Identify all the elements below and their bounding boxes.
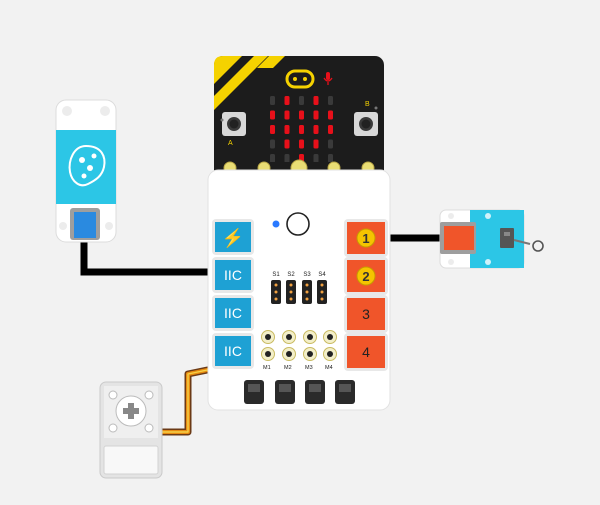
expansion-board: ⚡ IIC IIC IIC 1 <box>207 169 391 411</box>
led-1-2 <box>299 110 304 120</box>
led-4-0 <box>270 154 275 163</box>
bumper-switch-icon <box>500 228 544 252</box>
port-2-label: 2 <box>362 269 369 284</box>
right-ports: 1 2 3 4 <box>344 219 388 371</box>
port-4[interactable]: 4 <box>344 333 388 371</box>
button-b[interactable]: B <box>354 101 378 136</box>
motor-label-m2: M2 <box>284 365 292 371</box>
motor-terminal-m4[interactable] <box>323 330 337 361</box>
led-2-3 <box>313 125 319 134</box>
reset-button[interactable] <box>286 212 310 236</box>
led-2-0 <box>270 125 275 134</box>
color-sensor-module[interactable] <box>55 99 117 243</box>
port-3[interactable]: 3 <box>344 295 388 333</box>
servo-horn-icon <box>115 395 147 427</box>
led-3-1 <box>284 139 290 149</box>
motor-label-m1: M1 <box>263 365 271 371</box>
motor-terminal-m3[interactable] <box>303 330 317 361</box>
servo-header-s1[interactable] <box>271 280 281 304</box>
port-iic-1[interactable]: IIC <box>212 257 254 293</box>
servo-label-s1: S1 <box>272 272 280 278</box>
motor-label-m3: M3 <box>305 365 313 371</box>
motor-terminal-m2[interactable] <box>282 330 296 361</box>
left-ports: ⚡ IIC IIC IIC <box>212 219 254 369</box>
led-1-0 <box>270 110 275 120</box>
led-0-0 <box>270 96 275 105</box>
motor-terminal-m1[interactable] <box>261 330 275 361</box>
led-4-1 <box>284 154 290 163</box>
servo-header-s3[interactable] <box>302 280 312 304</box>
port-power[interactable]: ⚡ <box>212 219 254 255</box>
led-3-0 <box>270 139 275 149</box>
button-a-label: A <box>228 140 233 147</box>
servo-label-s2: S2 <box>287 272 295 278</box>
port-iic-1-label: IIC <box>224 267 242 283</box>
led-4-3 <box>313 154 319 163</box>
crash-sensor-module[interactable] <box>439 209 544 269</box>
button-b-label: B <box>365 101 370 108</box>
led-matrix <box>270 96 333 163</box>
led-0-1 <box>284 96 290 105</box>
led-0-4 <box>328 96 333 105</box>
led-0-2 <box>299 96 304 105</box>
servo-headers: S1 S2 S3 S4 <box>271 272 327 304</box>
microphone-icon <box>323 72 333 85</box>
port-iic-3-label: IIC <box>224 343 242 359</box>
led-1-1 <box>284 110 290 120</box>
port-iic-2-label: IIC <box>224 305 242 321</box>
led-3-4 <box>328 139 333 149</box>
motor-label-m4: M4 <box>325 365 333 371</box>
led-0-3 <box>313 96 319 105</box>
servo-label-s3: S3 <box>303 272 311 278</box>
power-led <box>272 220 280 228</box>
port-iic-2[interactable]: IIC <box>212 295 254 331</box>
led-1-4 <box>328 110 333 120</box>
palette-icon <box>68 144 106 187</box>
servo-header-s4[interactable] <box>317 280 327 304</box>
port-1-label: 1 <box>362 231 369 246</box>
motor-terminals: M1 M2 M3 M4 <box>261 330 337 371</box>
led-3-2 <box>299 139 304 149</box>
button-a[interactable]: A <box>222 112 246 147</box>
port-2[interactable]: 2 <box>344 257 388 295</box>
servo-label-s4: S4 <box>318 272 326 278</box>
port-1[interactable]: 1 <box>344 219 388 257</box>
servo-module[interactable] <box>99 381 163 479</box>
port-power-icon: ⚡ <box>222 227 244 249</box>
led-1-3 <box>313 110 319 120</box>
port-iic-3[interactable]: IIC <box>212 333 254 369</box>
led-2-2 <box>299 125 304 134</box>
port-4-label: 4 <box>362 344 370 360</box>
led-3-3 <box>313 139 319 149</box>
small-screw-icons <box>220 106 378 122</box>
wire-color-sensor-to-iic <box>80 236 212 276</box>
port-3-label: 3 <box>362 306 370 322</box>
microbit-board: A B <box>214 56 384 177</box>
bottom-connectors <box>244 380 355 404</box>
led-4-4 <box>328 154 333 163</box>
servo-header-s2[interactable] <box>286 280 296 304</box>
led-2-4 <box>328 125 333 134</box>
logo-icon <box>285 69 315 89</box>
led-2-1 <box>284 125 290 134</box>
